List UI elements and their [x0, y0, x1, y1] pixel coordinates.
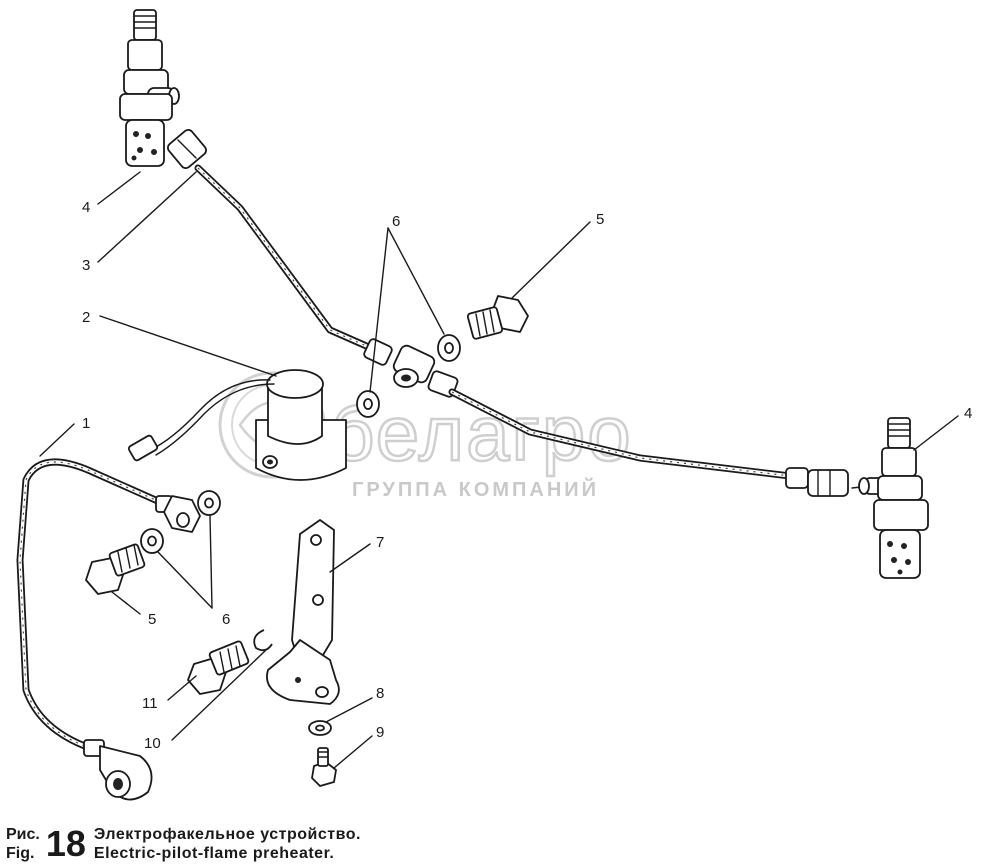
- callout-11: 11: [142, 675, 197, 712]
- callout-label: 4: [82, 199, 90, 216]
- part-6-washer-lower-b: [197, 490, 221, 516]
- caption-title-en: Electric-pilot-flame preheater.: [93, 845, 335, 862]
- callout-3: 3: [82, 171, 197, 274]
- callout-label: 5: [596, 211, 604, 228]
- callout-label: 4: [964, 405, 972, 422]
- callout-label: 5: [148, 611, 156, 628]
- part-fuel-tube-right: [448, 388, 871, 497]
- callout-6-lower: 6: [157, 515, 230, 628]
- callout-label: 3: [82, 257, 90, 274]
- part-6-washer-upper-b: [437, 334, 461, 362]
- part-1-fuel-supply-pipe: [16, 458, 201, 801]
- watermark-tagline: ГРУППА КОМПАНИЙ: [352, 477, 599, 501]
- part-8-washer: [308, 720, 332, 736]
- callout-6-upper: 6: [369, 213, 445, 393]
- callout-7: 7: [329, 534, 384, 573]
- callout-label: 9: [376, 724, 384, 741]
- part-5-banjo-bolt-upper: [466, 295, 529, 340]
- callout-label: 8: [376, 685, 384, 702]
- caption-titles: Электрофакельное устройство. Electric-pi…: [94, 825, 361, 863]
- callout-label: 2: [82, 309, 90, 326]
- callout-label: 11: [142, 695, 158, 712]
- part-3-fuel-tube: [167, 129, 384, 356]
- part-2-solenoid-valve: [127, 369, 347, 481]
- callout-label: 6: [222, 611, 230, 628]
- callout-9: 9: [333, 724, 384, 769]
- callout-4-upper: 4: [82, 171, 141, 216]
- part-9-screw: [311, 747, 337, 787]
- part-6-washer-lower-a: [140, 528, 164, 554]
- part-11-bolt: [187, 640, 250, 695]
- callout-label: 7: [376, 534, 384, 551]
- callout-8: 8: [325, 685, 384, 723]
- callout-10: 10: [144, 649, 267, 752]
- part-4-glow-plug-right: [858, 417, 929, 579]
- callout-1: 1: [39, 415, 90, 457]
- callout-label: 6: [392, 213, 400, 230]
- callout-label: 10: [144, 735, 161, 752]
- callout-5-lower: 5: [111, 591, 156, 628]
- callout-2: 2: [82, 309, 277, 377]
- figure-caption: Рис. Fig. 18 Электрофакельное устройство…: [6, 822, 361, 866]
- callout-label: 1: [82, 415, 90, 432]
- part-4-glow-plug-upper: [119, 9, 180, 167]
- part-5-banjo-bolt-lower: [85, 543, 146, 595]
- figure-number: 18: [45, 823, 86, 864]
- caption-prefix-ru: Рис.: [6, 826, 40, 843]
- caption-title-ru: Электрофакельное устройство.: [93, 826, 361, 843]
- caption-prefix: Рис. Fig.: [6, 825, 40, 863]
- part-7-mounting-bracket: [266, 519, 340, 705]
- caption-prefix-en: Fig.: [6, 845, 35, 862]
- callout-4-right: 4: [913, 405, 972, 451]
- part-10-spring-washer: [253, 629, 273, 652]
- callout-5-upper: 5: [511, 211, 604, 299]
- part-6-washer-upper-a: [356, 390, 380, 418]
